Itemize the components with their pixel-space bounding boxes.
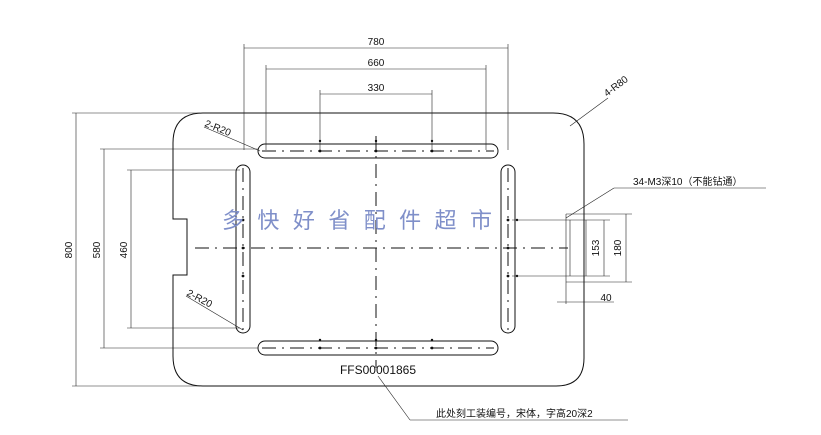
dim-800-text: 800	[64, 241, 75, 258]
dim-580-text: 580	[92, 241, 103, 258]
part-code: FFS00001865	[340, 363, 416, 377]
m3-holes	[241, 139, 519, 350]
dim-153-text: 153	[591, 239, 602, 256]
leader-m3-holes: 34-M3深10（不能钻通）	[565, 175, 766, 219]
dim-780-text: 780	[368, 37, 385, 48]
note-2-r20-bottom: 2-R20	[185, 288, 215, 311]
dim-460: 460	[119, 169, 240, 329]
dim-460-text: 460	[119, 241, 130, 258]
dim-330-text: 330	[368, 83, 385, 94]
note-engraving: 此处刻工装编号，宋体，字高20深2	[436, 407, 593, 420]
dim-780: 780	[243, 37, 509, 150]
slot-right	[500, 164, 516, 334]
dim-660-text: 660	[368, 58, 385, 69]
note-4-r80: 4-R80	[602, 74, 631, 99]
dim-800: 800	[64, 112, 200, 387]
right-detail: 153 180 40	[512, 213, 632, 304]
note-2-r20-top: 2-R20	[203, 119, 233, 140]
dim-40-text: 40	[600, 293, 612, 304]
dim-180-text: 180	[613, 239, 624, 256]
leader-2-r20-top: 2-R20	[203, 119, 261, 152]
dim-580: 580	[92, 148, 258, 349]
dim-660: 660	[265, 58, 487, 150]
watermark-text: 多快好省配件超市	[222, 209, 494, 234]
leader-engraving: 此处刻工装编号，宋体，字高20深2	[377, 375, 628, 421]
slot-left	[235, 164, 251, 334]
leader-4-r80: 4-R80	[569, 74, 631, 127]
plate-outline	[172, 112, 585, 387]
leader-2-r20-bottom: 2-R20	[185, 288, 244, 331]
slot-top	[257, 143, 499, 159]
dim-330: 330	[319, 83, 433, 150]
note-m3-holes: 34-M3深10（不能钻通）	[633, 175, 742, 188]
